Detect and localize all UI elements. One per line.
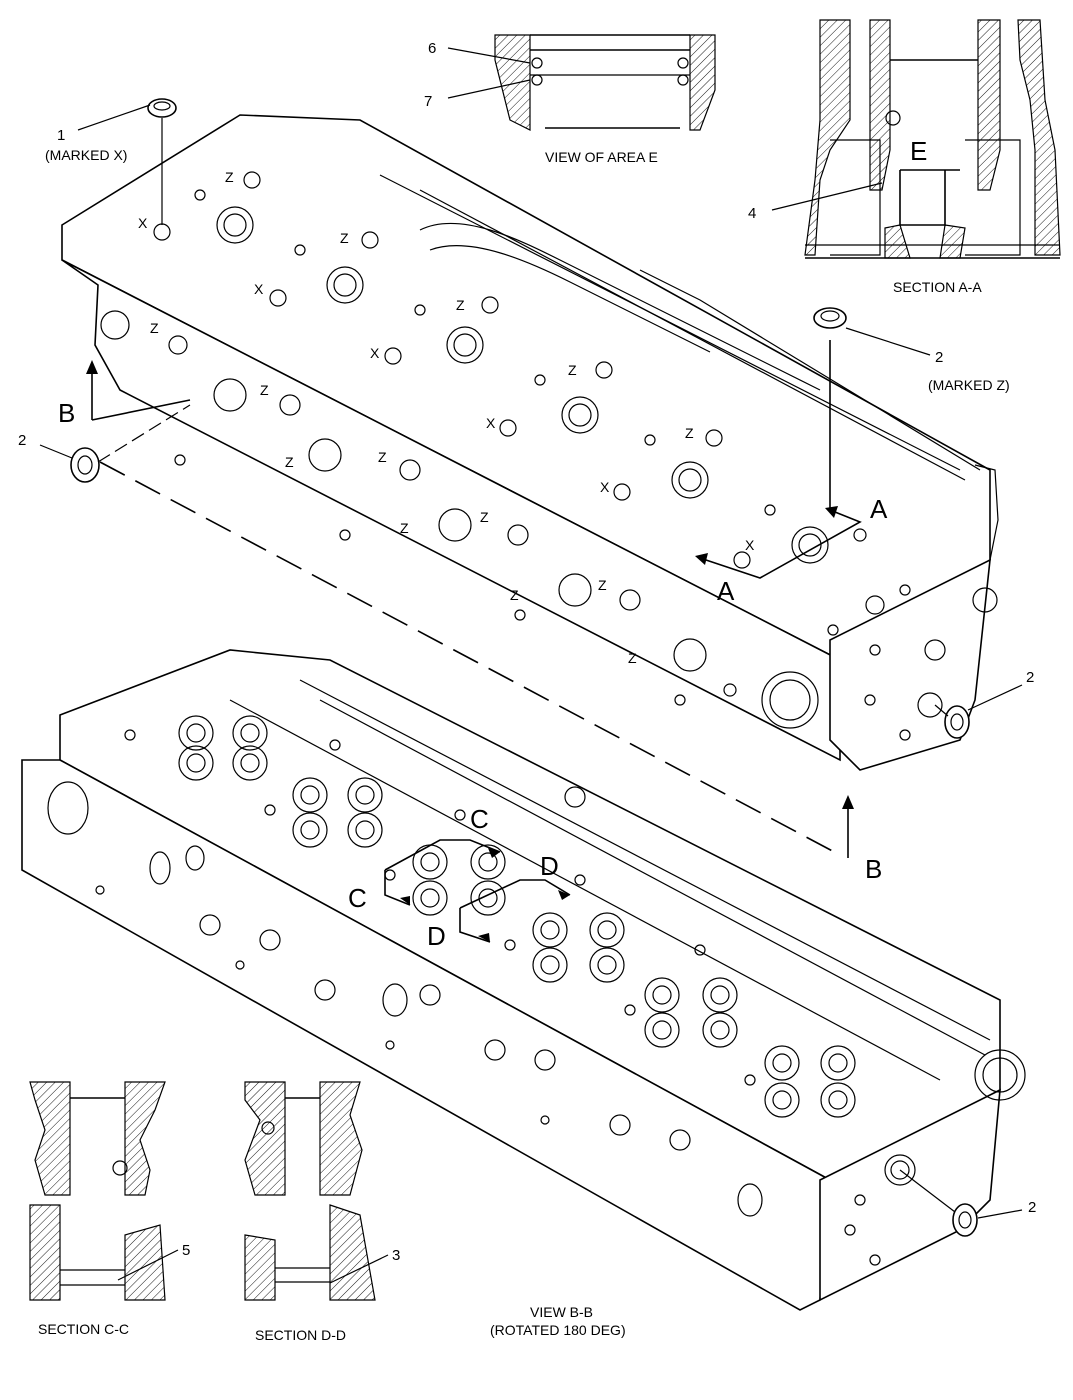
callout-1-note: (MARKED X): [45, 147, 127, 163]
callout-4: 4: [748, 205, 756, 222]
section-letter-b: B: [58, 398, 75, 428]
section-letter-c: C: [348, 883, 367, 913]
lower-cylinder-head: [21, 649, 1026, 1311]
z-mark: Z: [510, 587, 519, 603]
z-mark: Z: [628, 650, 637, 666]
plug-2-part: [934, 704, 970, 739]
section-aa-inset: [804, 19, 1061, 259]
view-bb-note: (ROTATED 180 DEG): [490, 1322, 626, 1338]
z-mark: Z: [480, 509, 489, 525]
view-area-e-title: VIEW OF AREA E: [545, 149, 658, 165]
view-bb-title: VIEW B-B: [530, 1304, 593, 1320]
section-dd-title: SECTION D-D: [255, 1327, 346, 1343]
callout-6: 6: [428, 40, 436, 57]
plug-2-part: [899, 1169, 978, 1237]
z-mark: Z: [225, 169, 234, 185]
callout-3: 3: [392, 1247, 400, 1264]
section-letter-a: A: [870, 494, 888, 524]
valve-pockets: [178, 715, 856, 1118]
view-titles: VIEW OF AREA E SECTION A-A SECTION C-C S…: [38, 149, 982, 1343]
section-cc-title: SECTION C-C: [38, 1321, 129, 1337]
x-mark: X: [745, 537, 755, 553]
view-area-e-inset: [494, 34, 716, 131]
z-mark: Z: [568, 362, 577, 378]
section-cut-lines: [86, 340, 862, 943]
z-mark: Z: [685, 425, 694, 441]
section-letter-b: B: [865, 854, 882, 884]
callout-2: 2: [1026, 669, 1034, 686]
section-letter-d: D: [540, 851, 559, 881]
x-mark: X: [138, 215, 148, 231]
section-letter-c: C: [470, 804, 489, 834]
callout-1: 1: [57, 127, 65, 144]
z-mark: Z: [340, 230, 349, 246]
section-cc-inset: [29, 1081, 166, 1301]
callout-2: 2: [18, 432, 26, 449]
section-letter-d: D: [427, 921, 446, 951]
callout-labels: 1 (MARKED X) 6 7 4 2 (MARKED Z) 2 2 2 5 …: [18, 40, 1036, 1264]
leader-lines: [39, 47, 1023, 1284]
plug-2-part: [813, 307, 847, 329]
section-aa-title: SECTION A-A: [893, 279, 982, 295]
x-mark: X: [370, 345, 380, 361]
z-mark: Z: [378, 449, 387, 465]
x-mark: X: [600, 479, 610, 495]
callout-2-note: (MARKED Z): [928, 377, 1010, 393]
plug-1-part: [147, 98, 177, 225]
callout-2: 2: [935, 349, 943, 366]
callout-7: 7: [424, 93, 432, 110]
plug-marks: X X X X X X Z Z Z Z Z Z Z Z Z Z Z Z Z Z: [138, 169, 755, 666]
callout-2: 2: [1028, 1199, 1036, 1216]
z-mark: Z: [456, 297, 465, 313]
section-dd-inset: [244, 1081, 376, 1301]
plug-2-part: [70, 404, 191, 483]
z-mark: Z: [285, 454, 294, 470]
z-mark: Z: [150, 320, 159, 336]
z-mark: Z: [400, 520, 409, 536]
x-mark: X: [486, 415, 496, 431]
section-letter-a: A: [717, 576, 735, 606]
x-mark: X: [254, 281, 264, 297]
z-mark: Z: [598, 577, 607, 593]
section-letter-e: E: [910, 136, 927, 166]
plugs: [70, 98, 978, 1237]
section-letters: B B A A C C D D E: [58, 136, 927, 951]
z-mark: Z: [260, 382, 269, 398]
callout-5: 5: [182, 1242, 190, 1259]
